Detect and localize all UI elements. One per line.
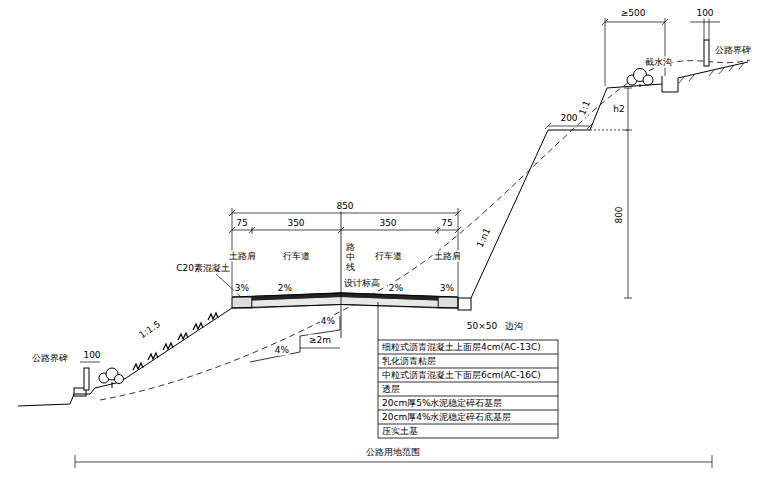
dimension-label: 2% <box>388 283 404 294</box>
road-centerline <box>341 200 342 338</box>
dimension-label: 800 <box>614 205 625 224</box>
tree-symbol <box>627 69 653 88</box>
dimension-label: h2 <box>612 104 625 115</box>
dimension-label: 75 <box>440 218 453 229</box>
dimension-label: 50×50 <box>466 321 498 332</box>
table-cell: 20cm厚4%水泥稳定碎石底基层 <box>381 412 512 423</box>
dimension-label: 公路界碑 <box>31 353 69 364</box>
dimension-label: C20素混凝土 <box>175 263 231 274</box>
dimension-label: 行车道 <box>374 251 403 262</box>
ground-hatching <box>679 63 744 83</box>
side-ditch <box>458 298 471 310</box>
original-ground-line <box>100 60 750 400</box>
boundary-stone <box>84 368 89 390</box>
dimension-lines <box>75 18 720 468</box>
dimension-label: 3% <box>439 283 455 294</box>
shoulder-block <box>438 297 458 308</box>
pavement-layer-table <box>378 340 558 438</box>
dimension-label: 75 <box>235 218 248 229</box>
dimension-label: ≥2m <box>308 335 332 346</box>
dimension-label: 1:n1 <box>474 226 493 251</box>
dimension-label: 公路用地范围 <box>365 447 421 458</box>
subgrade-line <box>232 305 458 309</box>
dimension-label: 土路肩 <box>433 251 462 262</box>
step-width-dimension <box>300 348 340 349</box>
dimension-label: 路中线 <box>345 243 356 273</box>
dimension-label: ≥500 <box>620 8 647 19</box>
dimension-label: 行车道 <box>282 251 311 262</box>
dimension-label: 1:1.5 <box>137 318 164 341</box>
asphalt-surface <box>252 293 438 300</box>
dimension-label: 设计标高 <box>343 278 381 289</box>
table-cell: 压实土基 <box>381 426 419 437</box>
tree-symbol <box>99 368 124 388</box>
dimension-label: 2% <box>277 283 293 294</box>
dimension-label: 200 <box>559 113 578 124</box>
dimension-label: 边沟 <box>504 321 524 332</box>
table-cell: 20cm厚5%水泥稳定碎石基层 <box>381 398 503 409</box>
dimension-label: 4% <box>320 316 336 327</box>
boundary-stone <box>704 40 709 66</box>
road-surface-line <box>232 293 458 297</box>
leader-line <box>378 302 379 340</box>
dimension-label: 土路肩 <box>228 251 257 262</box>
table-cell: 透层 <box>381 384 401 395</box>
dimension-label: 850 <box>335 201 354 212</box>
dimension-label: 1:1 <box>577 98 593 117</box>
dimension-label: 3% <box>234 283 250 294</box>
dimension-label: 4% <box>274 345 290 356</box>
table-cell: 中粒式沥青混凝土下面层6cm(AC-16C) <box>381 370 542 381</box>
dimension-label: 公路界碑 <box>714 45 752 56</box>
table-cell: 细粒式沥青混凝土上面层4cm(AC-13C) <box>381 342 542 353</box>
dimension-label: 350 <box>378 218 397 229</box>
dimension-label: 截水沟 <box>644 57 673 68</box>
c20-concrete-block <box>232 297 252 308</box>
shrub-symbols <box>133 313 218 370</box>
cut-slope-line <box>471 84 662 298</box>
benching-steps <box>250 316 340 362</box>
dimension-label: 350 <box>286 218 305 229</box>
fill-slope-line <box>18 308 232 406</box>
table-cell: 乳化沥青粘层 <box>381 356 437 367</box>
dimension-label: 100 <box>82 350 101 361</box>
dimension-label: 100 <box>695 8 714 19</box>
